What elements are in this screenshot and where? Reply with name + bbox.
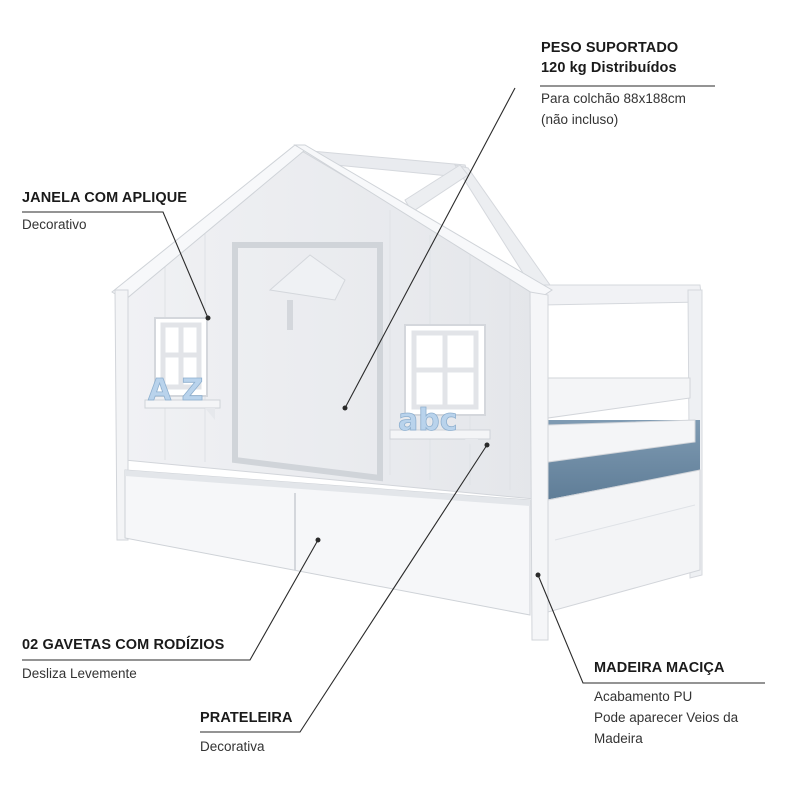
leader-dots <box>205 315 541 578</box>
callout-janela-title: JANELA COM APLIQUE <box>22 190 188 206</box>
callout-gavetas-title: 02 GAVETAS COM RODÍZIOS <box>22 637 225 653</box>
callout-peso-title-line1: PESO SUPORTADO <box>541 40 679 56</box>
door-opening <box>232 242 383 482</box>
leader-peso-diagonal <box>344 87 516 409</box>
leader-madeira <box>537 574 765 684</box>
callout-peso-desc-line2: (não incluso) <box>541 112 619 127</box>
callout-madeira-desc-line2: Pode aparecer Veios da <box>594 710 739 725</box>
callout-madeira-title: MADEIRA MACIÇA <box>594 660 725 676</box>
leader-prateleira <box>200 444 488 733</box>
callout-madeira-desc-line1: Acabamento PU <box>594 689 693 704</box>
right-window <box>389 324 491 452</box>
callout-janela-desc: Decorativo <box>22 217 87 232</box>
callout-prateleira-desc: Decorativa <box>200 739 265 754</box>
applique-letters-right: abc <box>398 403 458 438</box>
leader-lines <box>22 85 765 733</box>
drawer-unit <box>124 469 531 616</box>
callout-gavetas: 02 GAVETAS COM RODÍZIOS Desliza Levement… <box>22 637 224 684</box>
callout-janela: JANELA COM APLIQUE Decorativo <box>22 190 187 235</box>
callout-madeira-desc-line3: Madeira <box>594 731 643 746</box>
leader-janela <box>22 211 209 319</box>
callout-peso-desc-line1: Para colchão 88x188cm <box>541 91 686 106</box>
callout-prateleira-title: PRATELEIRA <box>200 710 293 726</box>
side-rails <box>547 377 701 613</box>
left-window <box>144 317 221 420</box>
callout-madeira: MADEIRA MACIÇA Acabamento PU Pode aparec… <box>594 660 738 749</box>
leader-gavetas <box>22 539 319 661</box>
applique-letters-left: A Z <box>148 373 203 408</box>
callout-gavetas-desc: Desliza Levemente <box>22 666 137 681</box>
callout-peso-suportado: PESO SUPORTADO 120 kg Distribuídos Para … <box>541 40 686 130</box>
callout-prateleira: PRATELEIRA Decorativa <box>200 710 293 757</box>
callout-peso-title-line2: 120 kg Distribuídos <box>541 60 677 76</box>
